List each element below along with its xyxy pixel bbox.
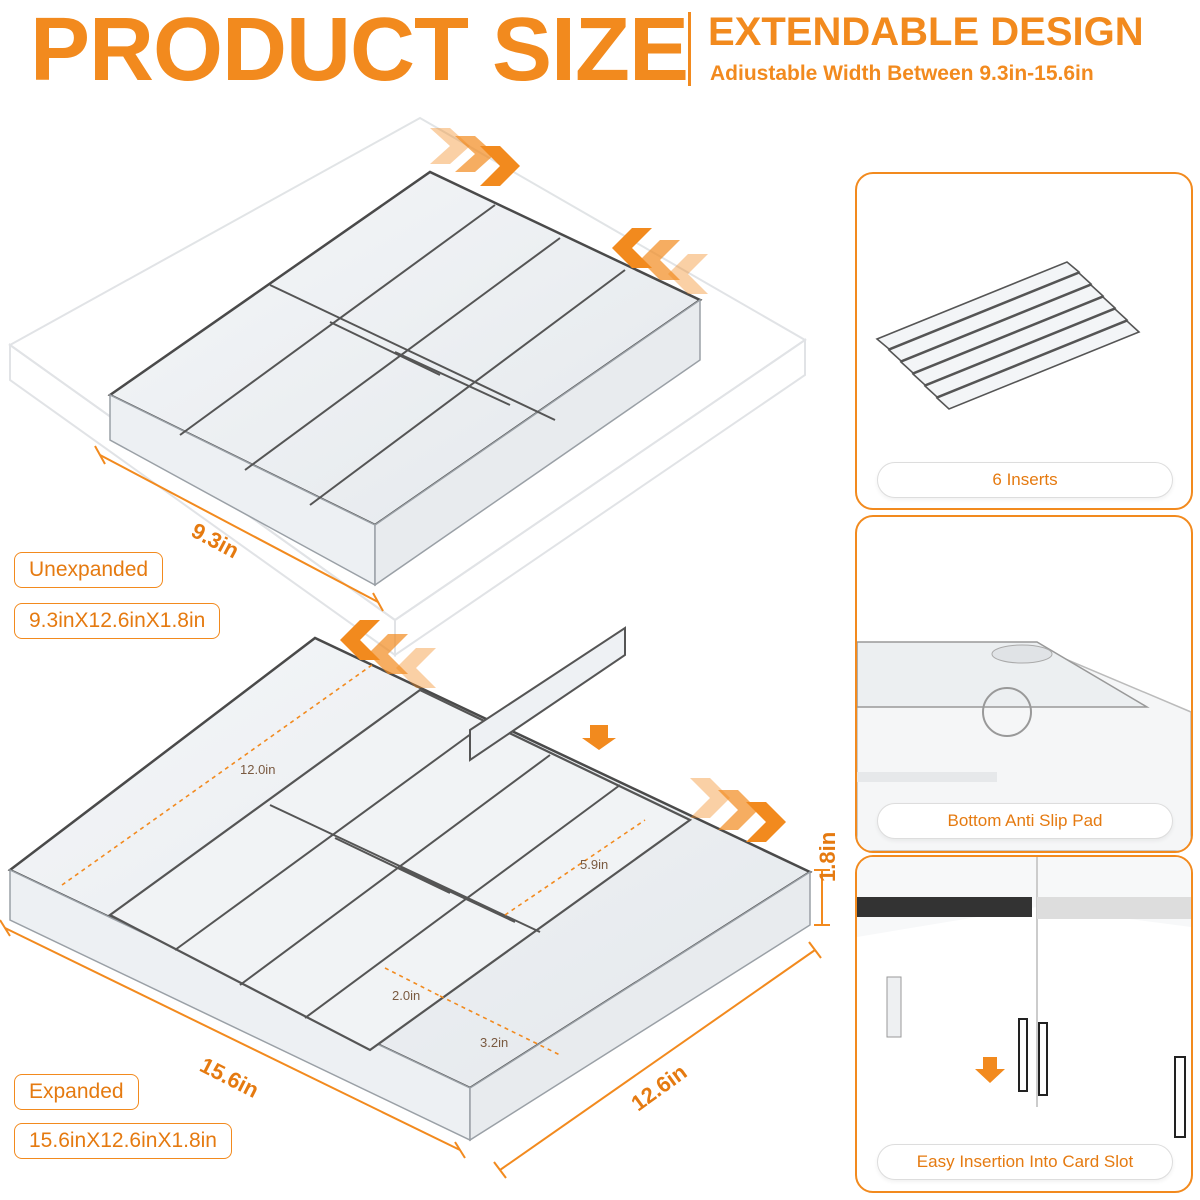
drop-arrow [582,725,616,750]
caption-anti-slip: Bottom Anti Slip Pad [877,803,1173,839]
panel-inserts: 6 Inserts [855,172,1193,510]
expand-right-arrows [430,128,520,186]
expand-left-arrows [612,228,708,294]
title-divider [688,12,691,86]
inner-dim-12in: 12.0in [240,762,276,777]
tray-illustration [0,116,830,1179]
card-slot-illustration [857,857,1191,1138]
expanded-size-tag: 15.6inX12.6inX1.8in [14,1123,232,1159]
inner-dim-5-9in: 5.9in [580,857,609,872]
top-width-dimension [94,445,384,612]
subline: Adiustable Width Between 9.3in-15.6in [710,62,1094,85]
bottom-tray-dividers [174,719,621,1019]
inner-dim-3-2in: 3.2in [480,1035,509,1050]
expanded-tag: Expanded [14,1074,139,1110]
anti-slip-illustration [857,641,1191,851]
bottom-dimension-lines [0,869,830,1179]
caption-card-slot: Easy Insertion Into Card Slot [877,1144,1173,1180]
bottom-height-label: 1.8in [815,831,840,882]
collapse-right-arrows [690,778,786,842]
inserts-illustration [875,261,1141,410]
page-title: PRODUCT SIZE [30,0,689,100]
top-tray-dividers [179,204,626,506]
unexpanded-tag: Unexpanded [14,552,164,588]
inner-dimension-lines [61,664,646,1056]
inner-dim-2in: 2.0in [392,988,421,1003]
subtitle: EXTENDABLE DESIGN [708,10,1144,54]
panel-card-slot: Easy Insertion Into Card Slot [855,855,1193,1193]
panel-anti-slip: Bottom Anti Slip Pad [855,515,1193,853]
insert-panel [469,626,626,762]
caption-inserts: 6 Inserts [877,462,1173,498]
unexpanded-size-tag: 9.3inX12.6inX1.8in [14,603,221,639]
collapse-left-arrows [340,620,436,688]
